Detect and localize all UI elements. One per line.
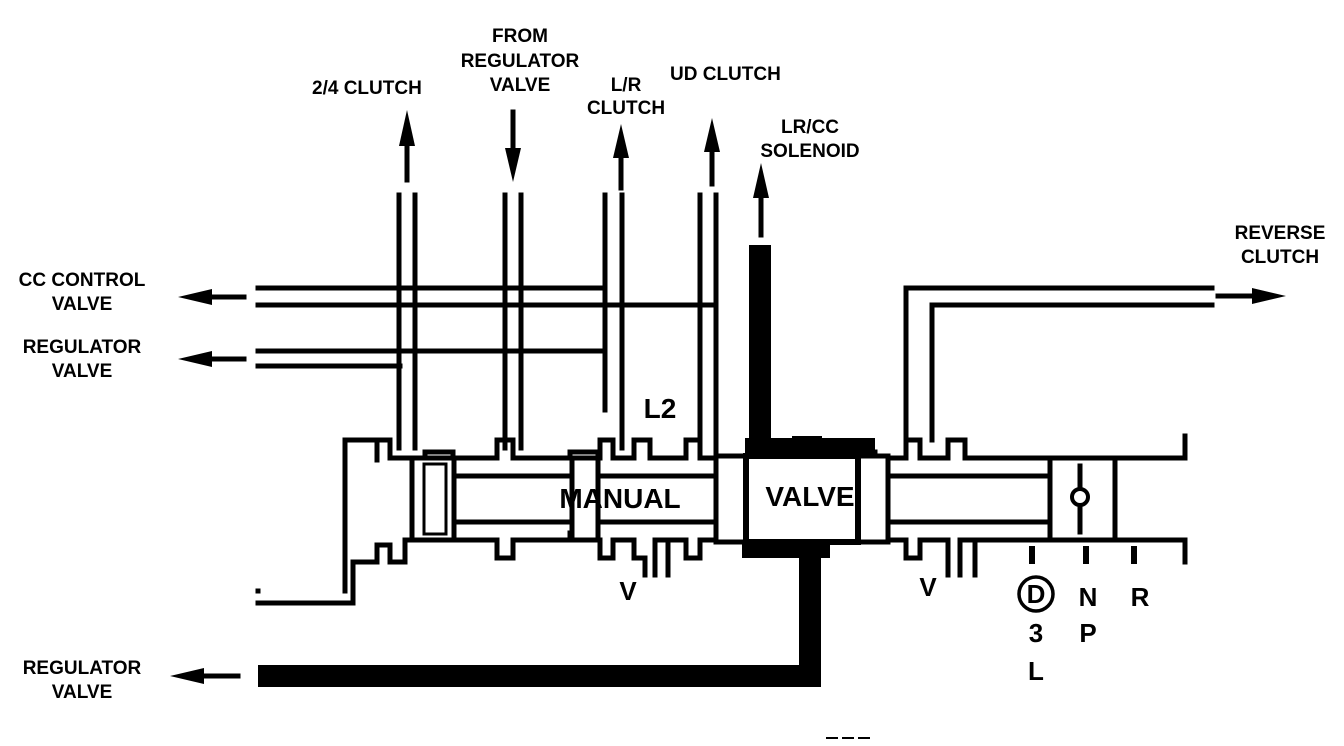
label-l2: L2 [644, 393, 677, 424]
regulator-valve-upper-passage [255, 348, 608, 369]
label-valve: VALVE [765, 481, 854, 512]
label-lrcc-solenoid-line2: SOLENOID [760, 141, 859, 162]
label-cc-control-valve-line2: VALVE [52, 294, 113, 315]
label-cc-control-valve-line1: CC CONTROL [19, 270, 146, 291]
label-gear-l: L [1028, 656, 1044, 686]
label-gear-3: 3 [1029, 618, 1043, 648]
label-regulator-valve-lower-line2: VALVE [52, 682, 113, 703]
arrow-left-regulator-upper [178, 351, 247, 367]
label-regulator-valve-upper-line1: REGULATOR [23, 337, 142, 358]
label-lr-clutch-line2: CLUTCH [587, 98, 665, 119]
gear-position-ticks [1017, 546, 1137, 613]
label-manual: MANUAL [559, 483, 680, 514]
label-from-regulator-line3: VALVE [490, 75, 551, 96]
cc-control-valve-passage [255, 285, 717, 308]
arrow-left-regulator-lower [170, 668, 241, 684]
lr-clutch-passage [602, 192, 625, 451]
arrow-left-cc-control [178, 289, 247, 305]
label-vent-left: V [619, 576, 637, 606]
manual-valve-spool [409, 453, 1118, 545]
arrow-right-reverse-clutch [1215, 288, 1286, 304]
reverse-clutch-passage [903, 285, 1215, 443]
label-gear-n: N [1079, 582, 1098, 612]
arrow-up-lrcc-solenoid [753, 163, 769, 238]
label-regulator-valve-lower-line1: REGULATOR [23, 658, 142, 679]
arrow-down-from-regulator [505, 109, 521, 182]
from-regulator-passage [502, 192, 524, 451]
label-from-regulator-line1: FROM [492, 26, 548, 47]
lrcc-solenoid-pressure-passage [258, 245, 875, 687]
label-lrcc-solenoid-line1: LR/CC [781, 117, 839, 138]
ud-clutch-passage [697, 192, 719, 451]
label-reverse-clutch-line1: REVERSE [1235, 223, 1326, 244]
lower-left-passage [255, 437, 380, 606]
label-24-clutch: 2/4 CLUTCH [312, 78, 422, 99]
arrow-up-24-clutch [399, 110, 415, 183]
arrow-up-ud-clutch [704, 118, 720, 187]
label-gear-r: R [1131, 582, 1150, 612]
label-gear-d: D [1027, 579, 1046, 609]
label-from-regulator-line2: REGULATOR [461, 51, 580, 72]
label-regulator-valve-upper-line2: VALVE [52, 361, 113, 382]
label-ud-clutch: UD CLUTCH [670, 64, 781, 85]
clutch-24-passage [396, 192, 418, 451]
arrow-up-lr-clutch [613, 124, 629, 191]
label-vent-right: V [919, 572, 937, 602]
label-reverse-clutch-line2: CLUTCH [1241, 247, 1319, 268]
label-lr-clutch-line1: L/R [611, 75, 642, 96]
label-gear-p: P [1079, 618, 1096, 648]
